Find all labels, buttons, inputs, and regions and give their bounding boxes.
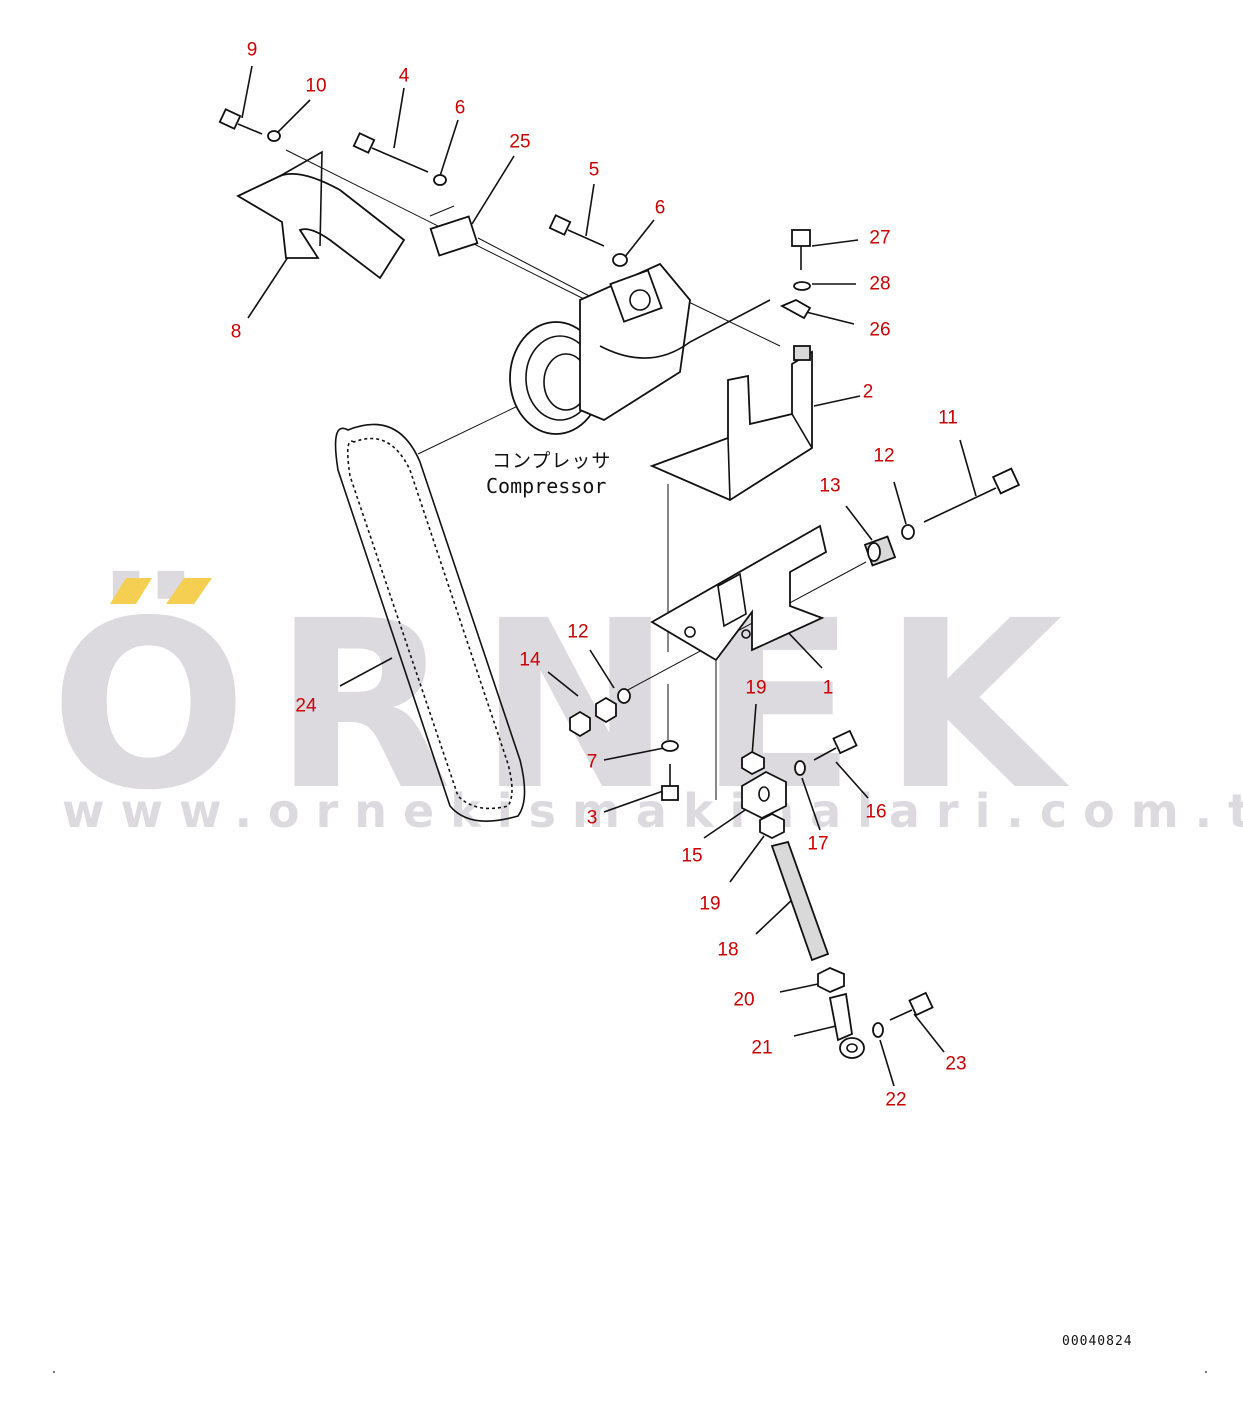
part-19-nut (741, 750, 765, 776)
callout-28: 28 (869, 273, 891, 295)
part-26-clip (779, 298, 812, 320)
callout-22: 22 (885, 1089, 907, 1111)
part-27-bolt (791, 229, 811, 270)
part-23-bolt (889, 991, 934, 1021)
part-5-bolt (548, 214, 605, 247)
callout-4: 4 (398, 65, 410, 87)
part-6-washer-b (612, 253, 628, 267)
callout-5: 5 (588, 159, 600, 181)
callout-2: 2 (862, 381, 874, 403)
part-13-sleeve (863, 535, 897, 567)
callout-14: 14 (519, 649, 541, 671)
part-10-washer (267, 130, 281, 142)
callout-13: 13 (819, 475, 841, 497)
part-25-block (429, 215, 479, 257)
part-6-washer (433, 174, 447, 186)
part-20-nut (817, 967, 845, 993)
part-21-rod-end (828, 992, 865, 1059)
part-11-bolt (923, 467, 1021, 523)
callout-25: 25 (509, 131, 531, 153)
watermark-url: www.ornekismakinalari.com.tr (62, 784, 1243, 838)
compressor-label-en: Compressor (486, 474, 607, 498)
callout-20: 20 (733, 989, 755, 1011)
watermark-accent-right (166, 578, 212, 604)
callout-27: 27 (869, 227, 891, 249)
part-19-nut-b (759, 812, 785, 840)
compressor (509, 262, 771, 435)
part-22-washer (872, 1022, 884, 1038)
watermark-accent-left (110, 578, 152, 604)
callout-18: 18 (717, 939, 739, 961)
callout-26: 26 (869, 319, 891, 341)
watermark-brand: ÖRNEK (50, 571, 1089, 841)
part-7-washer (661, 740, 679, 752)
callout-6-b: 6 (654, 197, 666, 219)
callout-12: 12 (873, 445, 895, 467)
callout-11: 11 (938, 407, 958, 429)
part-3-bolt (661, 764, 679, 801)
corner-mark (53, 1371, 55, 1373)
part-1-bracket (650, 524, 828, 662)
part-12-washer (901, 524, 915, 540)
callout-8: 8 (230, 321, 242, 343)
callout-7: 7 (586, 751, 598, 773)
callout-15: 15 (681, 845, 703, 867)
part-12-washer-b (617, 688, 631, 704)
callout-3: 3 (586, 807, 598, 829)
callout-23: 23 (945, 1053, 967, 1075)
part-14-nuts (569, 696, 617, 738)
callout-12-b: 12 (567, 621, 589, 643)
callout-10: 10 (305, 75, 327, 97)
callout-6: 6 (454, 97, 466, 119)
part-9-bolt (218, 108, 263, 135)
part-17-washer (794, 760, 806, 776)
part-15-block (741, 770, 787, 820)
callout-16: 16 (865, 801, 887, 823)
corner-mark (1205, 1371, 1207, 1373)
part-28-washer (793, 281, 811, 291)
part-18-rod (770, 840, 830, 962)
compressor-label-jp: コンプレッサ (492, 450, 612, 472)
callout-21: 21 (751, 1037, 773, 1059)
callout-1: 1 (822, 677, 834, 699)
callout-17: 17 (807, 833, 829, 855)
callout-24: 24 (295, 695, 317, 717)
callout-19: 19 (745, 677, 767, 699)
callout-9: 9 (246, 39, 258, 61)
part-24-belt (334, 423, 526, 822)
part-4-bolt (352, 132, 429, 173)
callout-19-b: 19 (699, 893, 721, 915)
drawing-code: 00040824 (1062, 1334, 1133, 1349)
part-16-bolt (813, 729, 858, 761)
